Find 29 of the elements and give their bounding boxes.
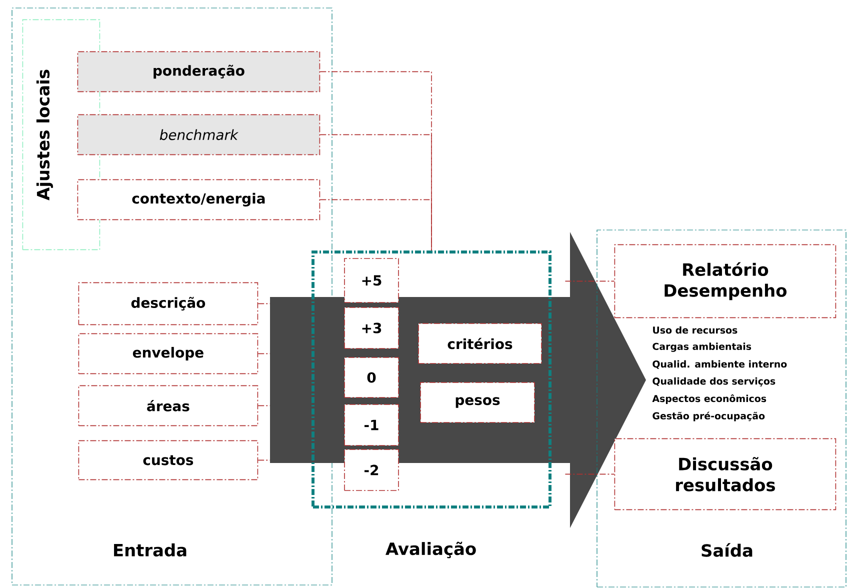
connector <box>258 303 270 304</box>
connector <box>564 474 615 475</box>
label-box: descrição <box>78 282 258 326</box>
connector <box>258 405 270 406</box>
output-box: Discussão resultados <box>614 438 836 510</box>
label-box: ponderação <box>77 51 320 92</box>
list-item: Gestão pré-ocupação <box>652 412 765 422</box>
label-box: +3 <box>344 307 399 349</box>
connector <box>258 460 270 461</box>
node-label: Avaliação <box>386 542 476 558</box>
connector <box>320 71 432 251</box>
list-item: Cargas ambientais <box>652 342 752 352</box>
connector <box>258 353 270 354</box>
label-box: áreas <box>78 385 258 426</box>
output-box: Relatório Desempenho <box>614 244 836 318</box>
connector <box>564 280 615 282</box>
connector <box>320 134 432 251</box>
label-box: benchmark <box>77 114 320 156</box>
label-box: pesos <box>420 382 535 423</box>
label-box: -1 <box>344 404 399 446</box>
label-box: critérios <box>418 323 542 364</box>
label-box: custos <box>78 440 258 480</box>
list-item: Uso de recursos <box>653 326 738 334</box>
label-box: envelope <box>78 333 258 374</box>
label-box: contexto/energia <box>77 179 320 220</box>
label-box: 0 <box>344 357 399 398</box>
label-box: -2 <box>344 449 399 491</box>
label-box: +5 <box>344 258 399 303</box>
connector <box>320 199 432 251</box>
